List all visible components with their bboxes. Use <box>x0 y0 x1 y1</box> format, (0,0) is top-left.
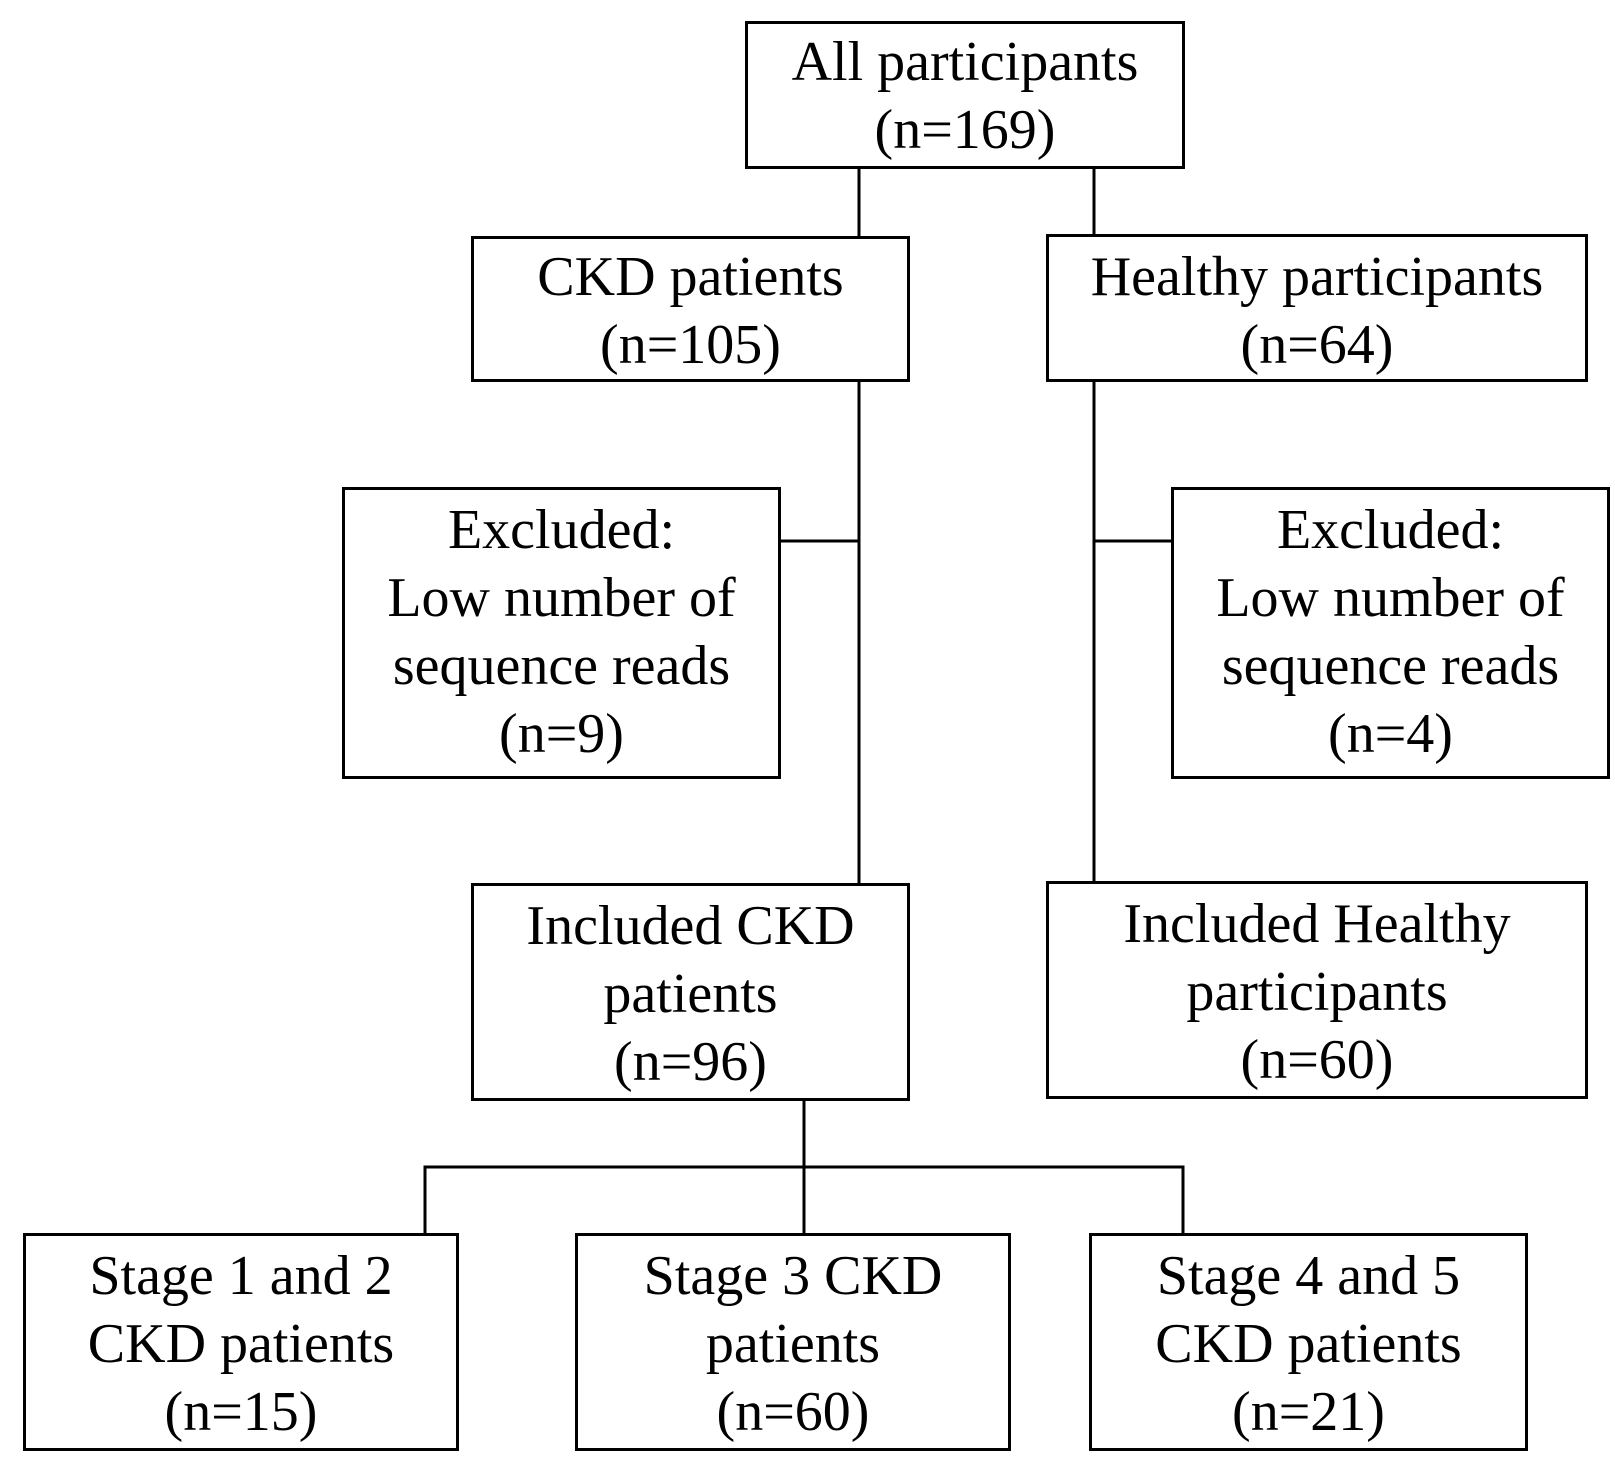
all-participants-label: All participants <box>791 31 1139 93</box>
ckd-patients-box: CKD patients (n=105) <box>471 236 910 382</box>
included-healthy-box: Included Healthy participants (n=60) <box>1046 881 1588 1099</box>
included-ckd-box: Included CKD patients (n=96) <box>471 883 910 1101</box>
excluded-ckd-heading: Excluded: <box>447 499 676 561</box>
excluded-healthy-reason-line-2: sequence reads <box>1221 635 1560 697</box>
stage-1-2-count: (n=15) <box>164 1381 318 1443</box>
stage-3-box: Stage 3 CKD patients (n=60) <box>575 1233 1011 1451</box>
excluded-ckd-reason-line-2: sequence reads <box>392 635 731 697</box>
stage-4-5-label-line-2: CKD patients <box>1155 1313 1462 1375</box>
included-healthy-label-line-2: participants <box>1186 961 1448 1023</box>
healthy-participants-box: Healthy participants (n=64) <box>1046 234 1588 382</box>
stage-3-count: (n=60) <box>716 1381 870 1443</box>
included-ckd-label-line-2: patients <box>603 963 778 1025</box>
stage-4-5-label-line-1: Stage 4 and 5 <box>1156 1245 1461 1307</box>
stage-3-label-line-2: patients <box>705 1313 881 1375</box>
included-healthy-label-line-1: Included Healthy <box>1123 893 1511 955</box>
ckd-patients-count: (n=105) <box>600 314 781 376</box>
ckd-patients-label: CKD patients <box>537 246 844 308</box>
stage-4-5-box: Stage 4 and 5 CKD patients (n=21) <box>1089 1233 1528 1451</box>
excluded-ckd-reason-line-1: Low number of <box>387 567 736 629</box>
excluded-healthy-reason-line-1: Low number of <box>1216 567 1565 629</box>
stage-4-5-count: (n=21) <box>1232 1381 1385 1443</box>
excluded-ckd-box: Excluded: Low number of sequence reads (… <box>342 487 781 779</box>
stage-3-label-line-1: Stage 3 CKD <box>643 1245 943 1307</box>
excluded-healthy-count: (n=4) <box>1328 703 1453 765</box>
included-ckd-count: (n=96) <box>614 1031 767 1093</box>
all-participants-count: (n=169) <box>874 99 1056 161</box>
included-healthy-count: (n=60) <box>1240 1029 1394 1091</box>
healthy-participants-label: Healthy participants <box>1090 246 1544 308</box>
excluded-ckd-count: (n=9) <box>499 703 624 765</box>
stage-1-2-label-line-1: Stage 1 and 2 <box>89 1245 393 1307</box>
excluded-healthy-box: Excluded: Low number of sequence reads (… <box>1171 487 1610 779</box>
stage-1-2-box: Stage 1 and 2 CKD patients (n=15) <box>23 1233 459 1451</box>
excluded-healthy-heading: Excluded: <box>1276 499 1505 561</box>
all-participants-box: All participants (n=169) <box>745 21 1185 169</box>
healthy-participants-count: (n=64) <box>1240 314 1394 376</box>
stage-1-2-label-line-2: CKD patients <box>87 1313 395 1375</box>
included-ckd-label-line-1: Included CKD <box>526 895 855 957</box>
